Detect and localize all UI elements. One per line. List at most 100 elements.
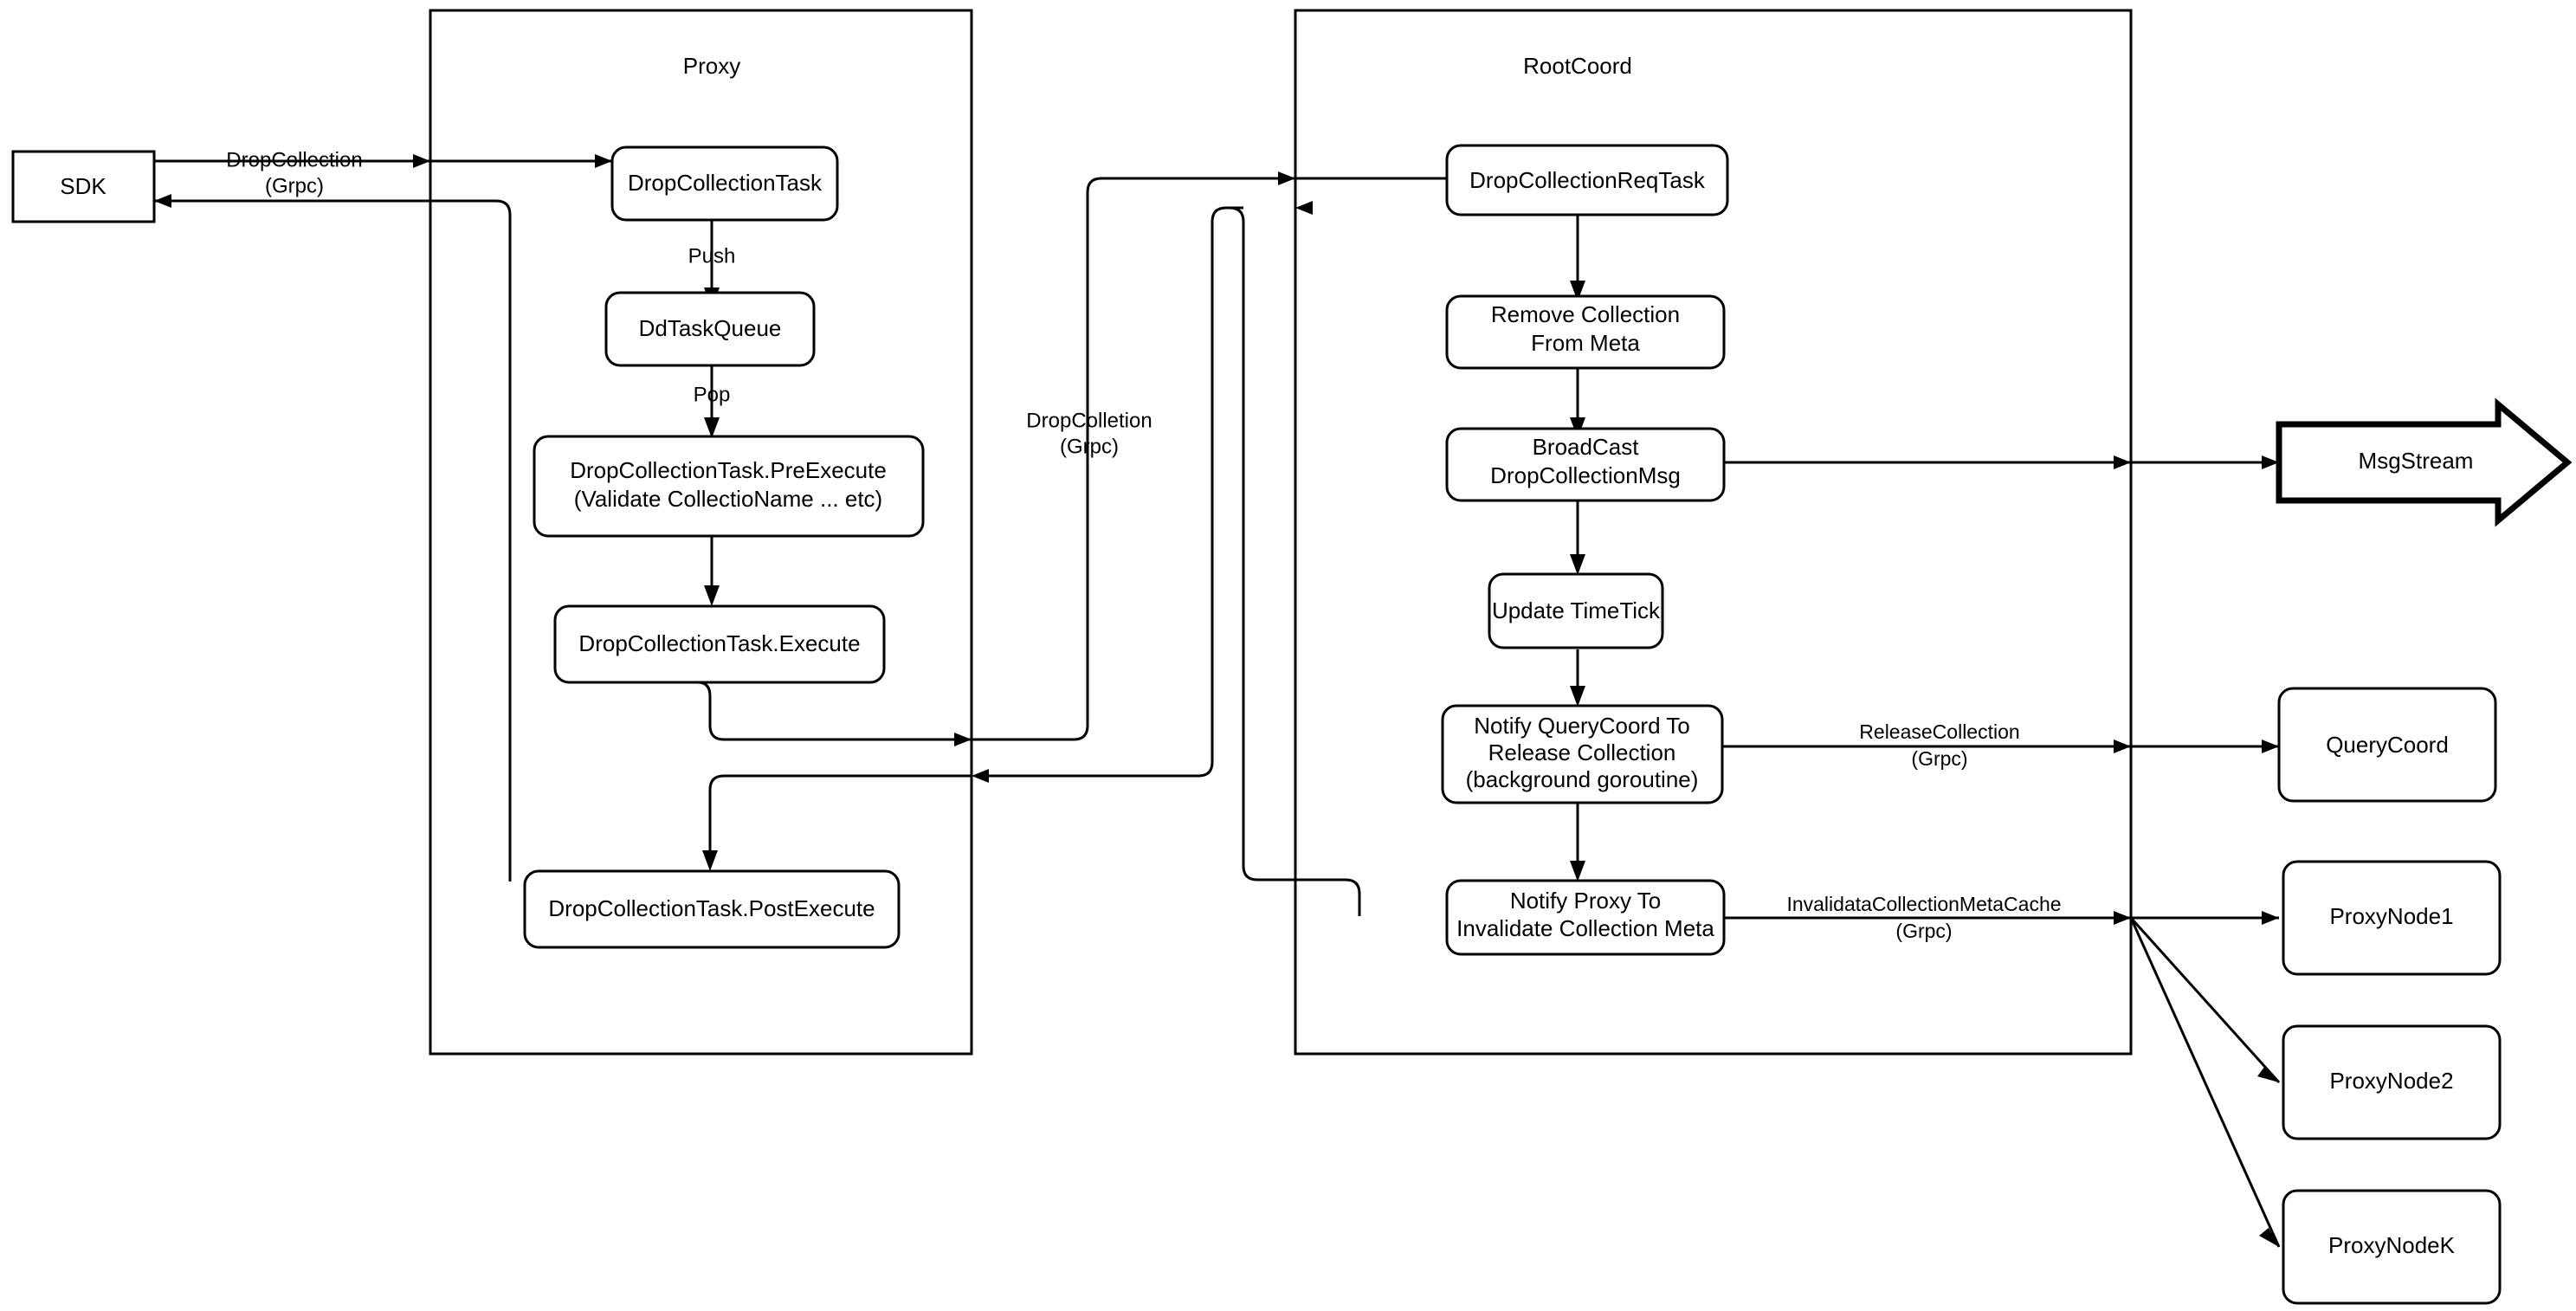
edge-rootcoord-return-up-line xyxy=(1224,206,1361,916)
edge-invalidatecache-arrowhead-proxynode1 xyxy=(2262,911,2279,925)
node-sdk-rect[interactable] xyxy=(11,150,156,223)
edge-label-dropcollection-grpc-line1: DropCollection xyxy=(226,148,362,171)
node-notify-proxy-rect[interactable] xyxy=(1445,879,1726,956)
edge-invalidatecache-to-proxynode2-line xyxy=(2129,916,2281,1084)
node-proxynodek[interactable]: ProxyNodeK xyxy=(2282,1189,2502,1305)
node-req-task[interactable]: DropCollectionReqTask xyxy=(1445,144,1729,216)
node-proxynode2-label: ProxyNode2 xyxy=(2329,1068,2453,1094)
edge-broadcast-to-msgstream xyxy=(1723,455,2279,469)
edge-label-invalidatecache-line2: (Grpc) xyxy=(1895,920,1952,942)
node-notify-proxy-label-line2: Invalidate Collection Meta xyxy=(1456,915,1714,941)
edge-msgstream-arrowhead xyxy=(2262,455,2279,469)
node-notify-querycoord-label-line2: Release Collection xyxy=(1488,739,1676,765)
node-querycoord-label: QueryCoord xyxy=(2326,732,2449,758)
edge-dropcolletion-channel-line xyxy=(972,177,1295,741)
edge-releasecollection-arrowhead-querycoord xyxy=(2262,739,2279,753)
edge-label-dropcolletion-grpc-line1: DropColletion xyxy=(1026,409,1152,432)
edge-reqtask-to-removemeta xyxy=(1570,213,1585,301)
node-proxynode1-label: ProxyNode1 xyxy=(2329,903,2453,929)
edge-label-dropcolletion-grpc-line2: (Grpc) xyxy=(1060,435,1119,458)
node-msgstream[interactable]: MsgStream xyxy=(2276,397,2573,527)
edge-label-releasecollection-line2: (Grpc) xyxy=(1911,747,1967,770)
edge-releasecollection-arrowhead-rootcoord-edge xyxy=(2114,739,2131,753)
edge-label-dropcollection-grpc-line2: (Grpc) xyxy=(265,174,324,197)
node-update-timetick[interactable]: Update TimeTick xyxy=(1488,572,1664,649)
edge-preexecute-to-execute xyxy=(704,535,720,606)
node-proxynode2[interactable]: ProxyNode2 xyxy=(2282,1024,2502,1140)
node-req-task-label: DropCollectionReqTask xyxy=(1469,167,1706,193)
node-proxynodek-rect[interactable] xyxy=(2282,1189,2502,1305)
edge-broadcast-to-timetick-arrowhead xyxy=(1570,554,1585,575)
node-broadcast-drop-collection-msg-rect[interactable] xyxy=(1445,427,1726,502)
node-notify-querycoord-label-line3: (background goroutine) xyxy=(1466,766,1699,792)
edge-proxy-to-sdk xyxy=(154,194,512,882)
node-msgstream-label: MsgStream xyxy=(2359,448,2474,474)
node-post-execute-rect[interactable] xyxy=(523,869,901,949)
node-broadcast-label-line2: DropCollectionMsg xyxy=(1490,462,1681,488)
node-querycoord-rect[interactable] xyxy=(2277,687,2497,803)
edge-invalidatecache-to-proxynodek-line xyxy=(2129,917,2281,1248)
node-proxynode1-rect[interactable] xyxy=(2282,860,2502,976)
node-pre-execute[interactable]: DropCollectionTask.PreExecute (Validate … xyxy=(533,435,925,538)
edge-label-push: Push xyxy=(688,244,736,268)
node-post-execute[interactable]: DropCollectionTask.PostExecute xyxy=(523,869,901,949)
node-remove-collection-from-meta[interactable]: Remove Collection From Meta xyxy=(1445,294,1726,370)
edge-rootcoord-return-to-proxy-line xyxy=(985,206,1243,778)
edge-broadcast-to-timetick xyxy=(1570,501,1585,575)
node-req-task-rect[interactable] xyxy=(1445,144,1729,216)
node-notify-proxy[interactable]: Notify Proxy To Invalidate Collection Me… xyxy=(1445,879,1726,956)
node-drop-collection-task-rect[interactable] xyxy=(610,145,839,222)
edge-into-postexecute-line xyxy=(708,774,972,857)
edge-label-releasecollection-line1: ReleaseCollection xyxy=(1859,720,2019,743)
node-msgstream-shape[interactable] xyxy=(2276,397,2573,527)
node-pre-execute-label-line1: DropCollectionTask.PreExecute xyxy=(570,457,887,483)
edge-task-to-queue: Push xyxy=(688,220,736,308)
edge-timetick-to-notifyquerycoord xyxy=(1570,649,1585,707)
node-update-timetick-rect[interactable] xyxy=(1488,572,1664,649)
edge-invalidatecache-arrowhead-proxynode2 xyxy=(2257,1066,2279,1082)
node-sdk[interactable]: SDK xyxy=(11,150,156,223)
edge-rootcoord-to-postexecute xyxy=(702,201,1361,916)
node-pre-execute-label-line2: (Validate CollectioName ... etc) xyxy=(574,486,882,512)
edge-into-postexecute-arrowhead xyxy=(702,850,718,871)
edge-sdk-to-proxy: DropCollection (Grpc) xyxy=(154,148,612,197)
node-dd-task-queue-rect[interactable] xyxy=(604,291,816,367)
node-drop-collection-task-label: DropCollectionTask xyxy=(628,170,823,196)
node-broadcast-label-line1: BroadCast xyxy=(1533,434,1640,460)
edge-proxy-to-sdk-arrowhead xyxy=(154,194,171,208)
node-querycoord[interactable]: QueryCoord xyxy=(2277,687,2497,803)
edge-label-invalidatecache-line1: InvalidataCollectionMetaCache xyxy=(1786,893,2061,915)
node-execute-rect[interactable] xyxy=(553,604,886,684)
node-proxynode2-rect[interactable] xyxy=(2282,1024,2502,1140)
edge-timetick-to-notifyquerycoord-arrowhead xyxy=(1570,686,1585,707)
edge-broadcast-arrowhead-rootcoord-edge xyxy=(2114,455,2131,469)
edge-dropcolletion-arrowhead-rootcoord-edge xyxy=(1278,171,1295,185)
edge-invalidatecache-arrowhead-rootcoord-edge xyxy=(2114,911,2131,925)
node-notify-proxy-label-line1: Notify Proxy To xyxy=(1510,888,1661,914)
node-update-timetick-label: Update TimeTick xyxy=(1492,597,1661,623)
node-drop-collection-task[interactable]: DropCollectionTask xyxy=(610,145,839,222)
node-remove-collection-from-meta-label-line1: Remove Collection xyxy=(1491,301,1680,327)
node-dd-task-queue[interactable]: DdTaskQueue xyxy=(604,291,816,367)
node-execute[interactable]: DropCollectionTask.Execute xyxy=(553,604,886,684)
edge-label-pop: Pop xyxy=(694,383,731,406)
edge-proxy-to-sdk-line xyxy=(154,199,512,882)
node-notify-querycoord-rect[interactable] xyxy=(1441,704,1724,804)
edge-sdk-to-proxy-arrowhead xyxy=(413,154,430,168)
node-remove-collection-from-meta-rect[interactable] xyxy=(1445,294,1726,370)
node-dd-task-queue-label: DdTaskQueue xyxy=(639,315,782,341)
edge-queue-to-preexecute: Pop xyxy=(694,364,731,438)
node-notify-querycoord[interactable]: Notify QueryCoord To Release Collection … xyxy=(1441,704,1724,804)
node-notify-querycoord-label-line1: Notify QueryCoord To xyxy=(1474,713,1690,739)
node-proxynode1[interactable]: ProxyNode1 xyxy=(2282,860,2502,976)
node-execute-label: DropCollectionTask.Execute xyxy=(578,630,860,656)
edge-notifyproxy-to-proxynodes: InvalidataCollectionMetaCache (Grpc) xyxy=(1723,893,2281,1248)
node-pre-execute-rect[interactable] xyxy=(533,435,925,538)
rootcoord-container-label: RootCoord xyxy=(1523,53,1632,79)
edge-rootcoord-return-arrowhead-proxy xyxy=(972,769,989,783)
edge-notifyquerycoord-to-notifyproxy-arrowhead xyxy=(1570,861,1585,882)
node-broadcast-drop-collection-msg[interactable]: BroadCast DropCollectionMsg xyxy=(1445,427,1726,502)
node-proxynodek-label: ProxyNodeK xyxy=(2328,1232,2456,1258)
edge-proxy-boundary-to-task-arrowhead xyxy=(595,154,612,168)
